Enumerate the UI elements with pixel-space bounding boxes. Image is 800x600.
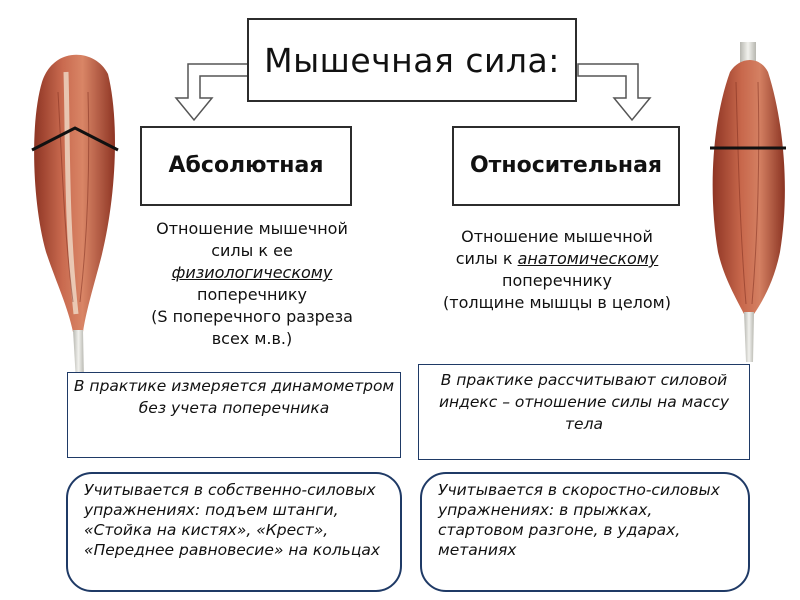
relative-practice-note: В практике рассчитывают силовой индекс –…	[418, 364, 750, 460]
arrow-left-down-icon	[174, 63, 249, 122]
physiological-emphasis: физиологическому	[171, 263, 333, 282]
anatomical-emphasis: анатомическому	[517, 249, 659, 268]
left-muscle-illustration	[31, 54, 119, 382]
absolute-strength-box: Абсолютная	[140, 126, 352, 206]
absolute-practice-note: В практике измеряется динамометром без у…	[67, 372, 401, 458]
arrow-right-down-icon	[577, 63, 652, 122]
absolute-description: Отношение мышечной силы к ее физиологиче…	[130, 218, 374, 350]
relative-strength-box: Относительная	[452, 126, 680, 206]
right-muscle-illustration	[710, 42, 786, 362]
relative-usage-note: Учитывается в скоростно-силовых упражнен…	[420, 472, 750, 592]
relative-description: Отношение мышечной силы к анатомическому…	[443, 227, 671, 312]
absolute-usage-note: Учитывается в собственно-силовых упражне…	[66, 472, 402, 592]
diagram-title: Мышечная сила:	[247, 18, 577, 102]
